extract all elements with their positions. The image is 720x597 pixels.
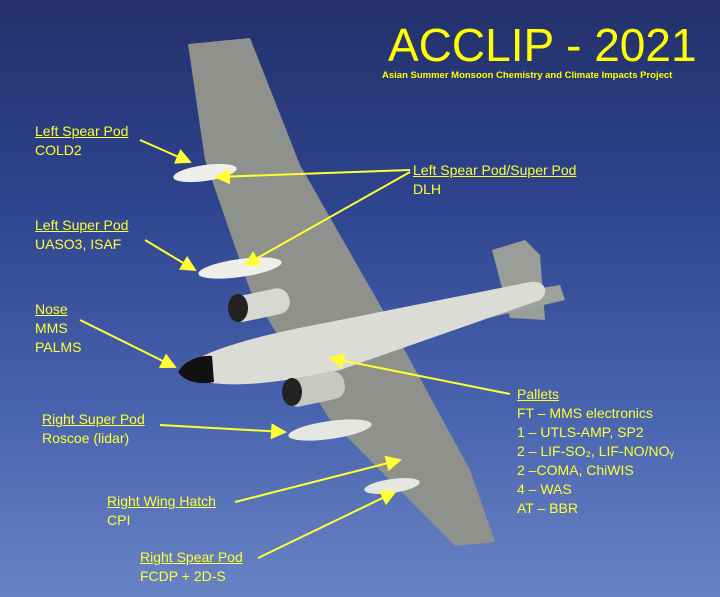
label-heading: Pallets (517, 386, 560, 402)
label-right-super-pod: Right Super Pod Roscoe (lidar) (42, 410, 145, 448)
label-nose: Nose MMS PALMS (35, 300, 81, 357)
label-left-spear-super-pod: Left Spear Pod/Super Pod DLH (413, 161, 576, 199)
label-heading: Right Spear Pod (140, 549, 243, 565)
label-heading: Nose (35, 301, 68, 317)
nose-cone (178, 355, 214, 384)
label-left-spear-pod: Left Spear Pod COLD2 (35, 122, 128, 160)
right-spear-pod (364, 478, 420, 494)
label-item: PALMS (35, 339, 82, 355)
label-item: FT – MMS electronics (517, 405, 653, 421)
label-item: 1 – UTLS-AMP, SP2 (517, 424, 644, 440)
label-item: 4 – WAS (517, 481, 572, 497)
label-heading: Left Spear Pod/Super Pod (413, 162, 577, 178)
label-left-super-pod: Left Super Pod UASO3, ISAF (35, 216, 128, 254)
label-item: 2 – LIF-SO₂, LIF-NO/NOᵧ (517, 443, 674, 459)
label-heading: Left Super Pod (35, 217, 129, 233)
label-heading: Right Wing Hatch (107, 493, 216, 509)
label-item: UASO3, ISAF (35, 236, 122, 252)
right-super-pod (288, 419, 372, 441)
label-item: COLD2 (35, 142, 82, 158)
label-item: 2 –COMA, ChiWIS (517, 462, 634, 478)
callout-arrows (79, 139, 511, 559)
left-engine-intake (228, 294, 248, 322)
label-heading: Left Spear Pod (35, 123, 129, 139)
page-title: ACCLIP - 2021 (388, 19, 697, 71)
label-heading: Right Super Pod (42, 411, 145, 427)
label-right-wing-hatch: Right Wing Hatch CPI (107, 492, 216, 530)
label-item: AT – BBR (517, 500, 578, 516)
fuselage (178, 281, 546, 385)
right-engine-intake (282, 378, 302, 406)
wing (188, 38, 495, 546)
label-item: Roscoe (lidar) (42, 430, 130, 446)
label-item: DLH (413, 181, 442, 197)
page-subtitle: Asian Summer Monsoon Chemistry and Clima… (382, 70, 673, 81)
label-item: CPI (107, 512, 131, 528)
label-item: FCDP + 2D-S (140, 568, 226, 584)
label-pallets: Pallets FT – MMS electronics 1 – UTLS-AM… (517, 385, 674, 518)
label-right-spear-pod: Right Spear Pod FCDP + 2D-S (140, 548, 243, 586)
label-item: MMS (35, 320, 68, 336)
